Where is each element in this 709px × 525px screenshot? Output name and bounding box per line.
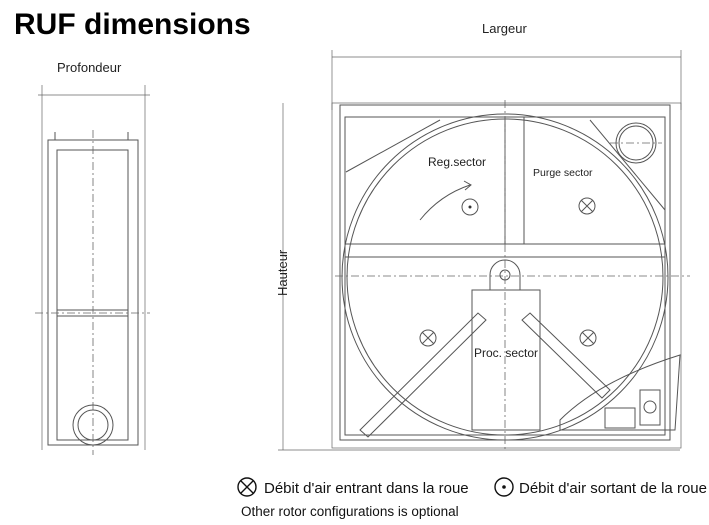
page-title: RUF dimensions bbox=[14, 8, 251, 41]
width-label: Largeur bbox=[482, 21, 527, 36]
legend-outflow-text: Débit d'air sortant de la roue bbox=[519, 480, 707, 497]
legend-inflow-text: Débit d'air entrant dans la roue bbox=[264, 480, 469, 497]
rotor-config-note: Other rotor configurations is optional bbox=[241, 504, 459, 519]
legend-outflow-icon bbox=[494, 477, 514, 497]
legend-inflow-icon bbox=[237, 477, 257, 497]
front-view bbox=[278, 50, 690, 451]
reg-sector-label: Reg.sector bbox=[428, 155, 486, 169]
airflow-in-icon bbox=[578, 197, 596, 215]
airflow-in-icon bbox=[579, 329, 597, 347]
depth-label: Profondeur bbox=[57, 60, 122, 75]
height-label: Hauteur bbox=[275, 249, 290, 296]
airflow-out-icon bbox=[461, 198, 479, 216]
purge-sector-label: Purge sector bbox=[533, 167, 593, 179]
proc-sector-label: Proc. sector bbox=[474, 346, 538, 360]
side-view bbox=[35, 85, 150, 455]
airflow-in-icon bbox=[419, 329, 437, 347]
